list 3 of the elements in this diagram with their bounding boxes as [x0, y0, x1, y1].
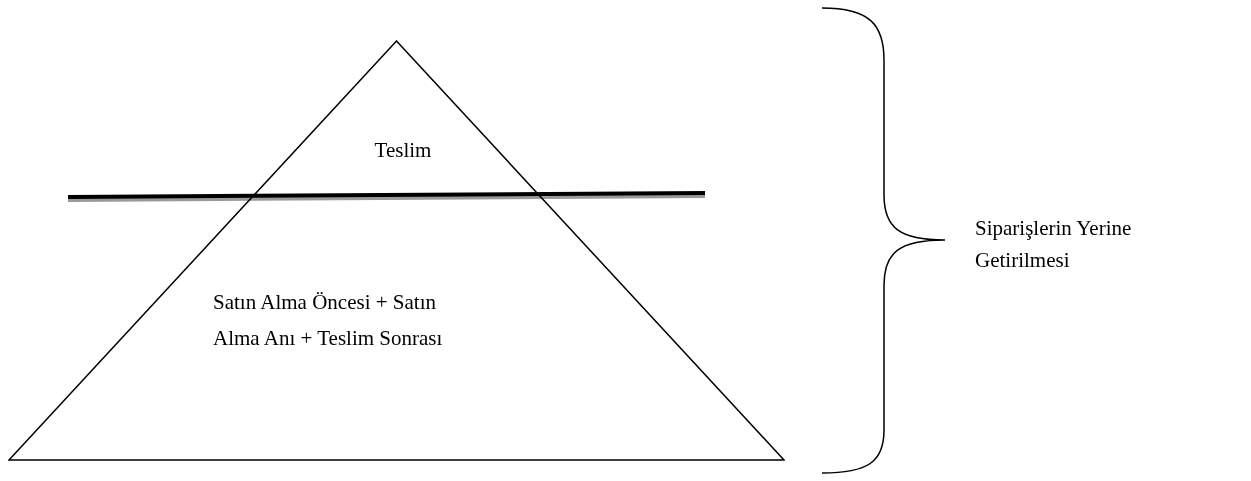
pyramid-base-label: Satın Alma Öncesi + Satın Alma Anı + Teslim Sonrası	[213, 289, 444, 352]
brace-label: Siparişlerin Yerine Getirilmesi	[975, 215, 1133, 274]
pyramid-top-label: Teslim	[373, 137, 433, 164]
